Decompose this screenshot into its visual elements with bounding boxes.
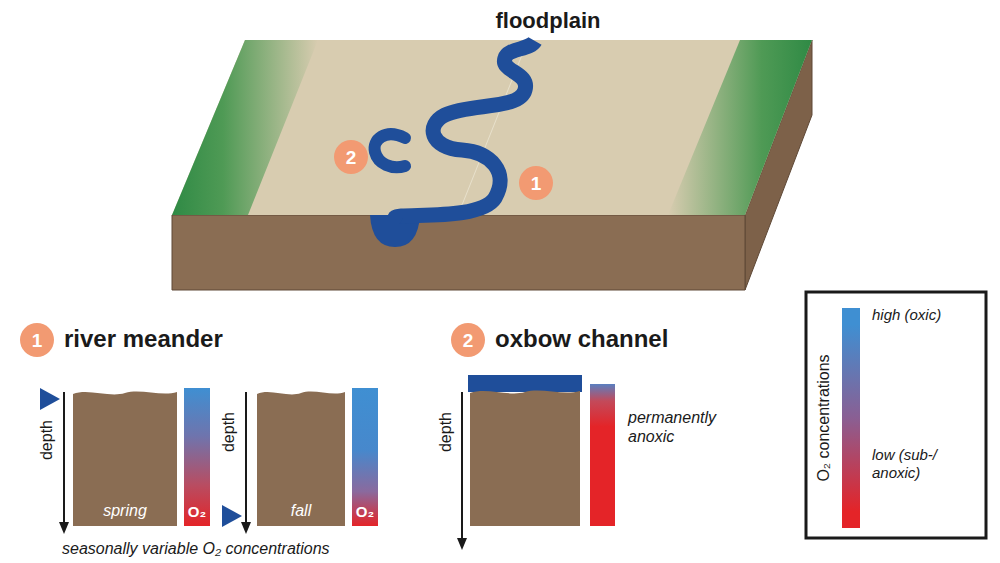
- callout-circle: 2: [451, 323, 485, 357]
- callout-number: 2: [346, 148, 357, 167]
- depth-arrow: [461, 392, 463, 540]
- oxygen-bar: O₂: [184, 388, 210, 526]
- sediment-fill: [73, 391, 177, 526]
- right-bank: [668, 40, 812, 215]
- callout-circle: 1: [519, 166, 553, 200]
- river-channel: [395, 41, 535, 218]
- axis-label: depth: [219, 412, 238, 452]
- section-heading: oxbow channel: [495, 325, 668, 354]
- legend-text: low (sub-/ anoxic): [872, 446, 944, 482]
- arrow-head: [457, 538, 467, 550]
- callout-number: 1: [32, 331, 43, 350]
- depth-arrow: [63, 392, 65, 524]
- standing-water: [468, 375, 582, 392]
- oxygen-symbol: O₂: [356, 503, 374, 521]
- callout-number: 1: [531, 174, 542, 193]
- season-label: fall: [291, 501, 311, 520]
- depth-arrow: [245, 392, 247, 524]
- water-table-marker: [40, 388, 60, 410]
- sediment-column: [470, 390, 580, 526]
- note: permanently anoxic: [628, 408, 748, 446]
- oxygen-symbol: O₂: [188, 503, 206, 521]
- sediment-fill: [257, 391, 345, 526]
- axis-label: depth: [436, 412, 455, 452]
- block-front-face: [172, 215, 745, 290]
- legend-title: O₂ concentrations: [814, 354, 833, 481]
- sediment-column: spring: [73, 388, 177, 526]
- callout-number: 2: [463, 331, 474, 350]
- water-table-marker: [222, 505, 242, 527]
- sediment-column: fall: [257, 388, 345, 526]
- legend-swatch: [842, 308, 860, 418]
- oxygen-bar: [590, 384, 615, 526]
- oxygen-bar: O₂: [352, 388, 378, 526]
- caption-note: seasonally variable O₂ concentrations: [62, 539, 330, 558]
- legend-text: high (oxic): [872, 306, 944, 324]
- arrow-head: [59, 522, 69, 534]
- season-label: spring: [103, 501, 147, 520]
- diagram-title: floodplain: [495, 8, 600, 34]
- left-bank: [172, 40, 318, 215]
- legend-frame: [806, 292, 986, 538]
- axis-label: depth: [37, 420, 56, 460]
- callout-circle: 1: [20, 323, 54, 357]
- arrow-head: [241, 522, 251, 534]
- callout-circle: 2: [334, 140, 368, 174]
- oxbow-lake: [375, 134, 405, 167]
- section-heading: river meander: [64, 325, 223, 354]
- legend-swatch: [842, 418, 860, 528]
